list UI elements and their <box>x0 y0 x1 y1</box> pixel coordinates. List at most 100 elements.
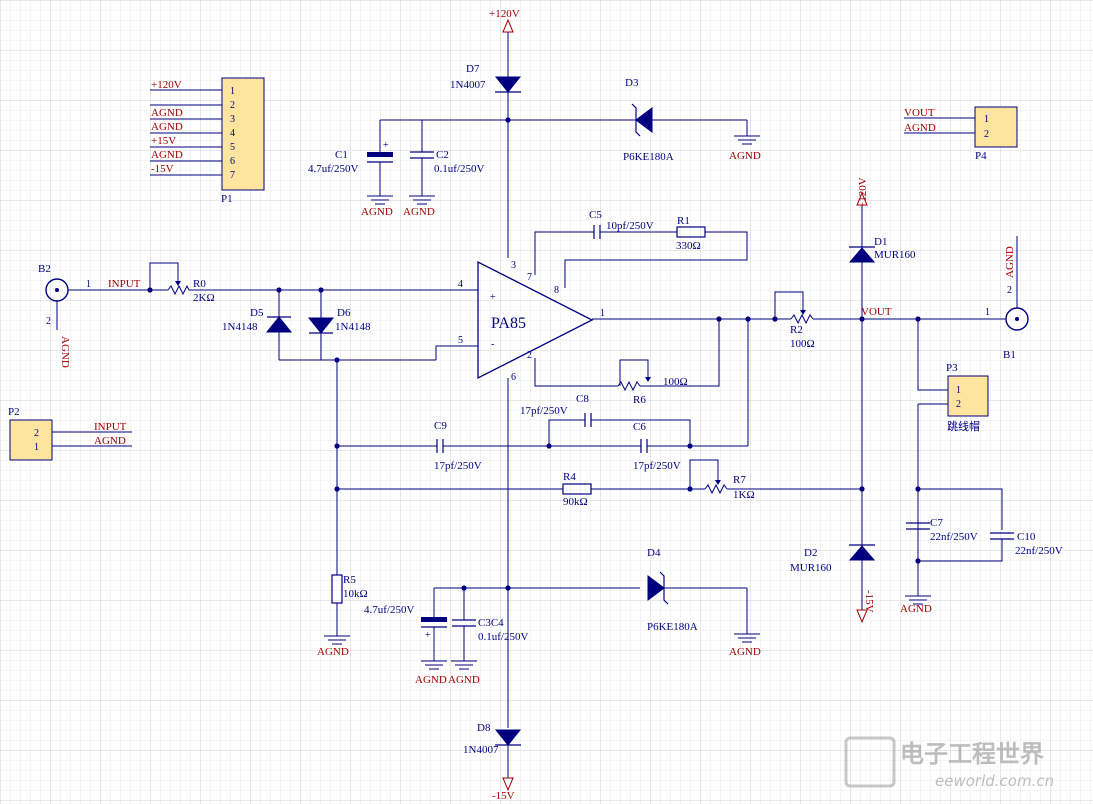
input-section: B2 1 2 AGND INPUT R0 2KΩ D5 1N4148 D6 1N… <box>38 262 478 368</box>
power-port-m15v <box>502 777 514 792</box>
b2-pin2: 2 <box>46 316 51 327</box>
c2-gnd-label: AGND <box>403 206 435 218</box>
d3-value: P6KE180A <box>623 151 674 163</box>
c1-plate-top <box>367 152 393 157</box>
connector-p2: 2 1 INPUT AGND P2 <box>8 406 132 461</box>
c9-ref: C9 <box>434 420 447 432</box>
d4-gnd-label: AGND <box>729 646 761 658</box>
c6-ref: C6 <box>633 421 646 433</box>
d2-value: MUR160 <box>790 562 832 574</box>
c6-value: 17pf/250V <box>633 460 681 472</box>
diode-d5 <box>265 316 293 333</box>
r5-gnd-label: AGND <box>317 646 349 658</box>
opamp-pin5: 5 <box>458 335 463 346</box>
opamp-pin7: 7 <box>527 272 532 283</box>
p1-net-6: -15V <box>151 163 174 175</box>
net-input: INPUT <box>108 278 141 290</box>
feedback-network: C5 10pf/250V R1 330Ω R2 100Ω 100Ω R6 C9 … <box>317 209 1006 658</box>
p4-pin2: 2 <box>984 129 989 140</box>
opamp-pin4: 4 <box>458 279 463 290</box>
power-label-m15v: -15V <box>492 790 515 802</box>
diode-d1 <box>848 246 876 263</box>
c1-value: 4.7uf/250V <box>308 163 358 175</box>
d1-value: MUR160 <box>874 249 916 261</box>
p4-net-1: VOUT <box>904 107 935 119</box>
c7-ref: C7 <box>930 517 943 529</box>
connector-p3 <box>947 375 989 417</box>
r6-zigzag <box>617 380 641 392</box>
opamp-pin6: 6 <box>511 372 516 383</box>
diode-d6 <box>307 317 335 334</box>
p1-net-4: +15V <box>151 135 176 147</box>
c3-gnd-label: AGND <box>415 674 447 686</box>
b1-gnd-label: AGND <box>1004 246 1016 278</box>
p1-net-3: AGND <box>151 121 183 133</box>
r4-value: 90kΩ <box>563 496 588 508</box>
r7-ref: R7 <box>733 474 746 486</box>
watermark-logo-icon <box>844 736 896 788</box>
d8-ref: D8 <box>477 722 491 734</box>
power-label-120v: +120V <box>489 8 520 20</box>
p1-pin2: 2 <box>230 100 235 111</box>
p2-net-a: INPUT <box>94 421 127 433</box>
diode-d2 <box>848 544 876 561</box>
supply-top: +120V D7 1N4007 + C1 4.7uf/250V AGND C2 … <box>308 8 761 258</box>
c8-value: 17pf/250V <box>520 405 568 417</box>
connector-p4: 1 2 VOUT AGND P4 <box>904 106 1018 162</box>
d2-ref: D2 <box>804 547 817 559</box>
p2-pin-a: 2 <box>34 428 39 439</box>
r6-ref: R6 <box>633 394 646 406</box>
p3-note: 跳线帽 <box>947 419 980 433</box>
p4-pin1: 1 <box>984 114 989 125</box>
b1-pin1: 1 <box>985 307 990 318</box>
c5-ref: C5 <box>589 209 602 221</box>
b2-ref: B2 <box>38 263 51 275</box>
opamp-plus: + <box>490 292 496 303</box>
c8-ref: C8 <box>576 393 589 405</box>
d1-power-label: +120V <box>857 177 869 208</box>
c1-plus: + <box>383 140 389 151</box>
d2-power-label: -15V <box>863 590 875 613</box>
d1-ref: D1 <box>874 236 887 248</box>
c3-plus: + <box>425 630 431 641</box>
d6-ref: D6 <box>337 307 351 319</box>
opamp-pin1: 1 <box>600 308 605 319</box>
d6-value: 1N4148 <box>335 321 371 333</box>
r2-value: 100Ω <box>790 338 815 350</box>
p3-ref: P3 <box>946 362 958 374</box>
d8-value: 1N4007 <box>463 744 499 756</box>
p1-pin6: 6 <box>230 156 235 167</box>
opamp-pa85: PA85 + - 4 5 1 3 7 8 2 6 <box>458 260 605 728</box>
c3-plate-top <box>421 617 447 622</box>
supply-bottom: + 4.7uf/250V C3C4 0.1uf/250V AGND AGND D… <box>364 547 761 802</box>
b2-gnd-label: AGND <box>59 336 71 368</box>
p1-net-5: AGND <box>151 149 183 161</box>
r6-value: 100Ω <box>663 376 688 388</box>
r1-value: 330Ω <box>676 240 701 252</box>
r2-zigzag <box>790 313 814 325</box>
c5-value: 10pf/250V <box>606 220 654 232</box>
opamp-pin3: 3 <box>511 260 516 271</box>
r0-ref: R0 <box>193 278 206 290</box>
r0-zigzag <box>167 284 190 296</box>
d7-ref: D7 <box>466 63 480 75</box>
p1-pin1: 1 <box>230 86 235 97</box>
r5-ref: R5 <box>343 574 356 586</box>
c9-value: 17pf/250V <box>434 460 482 472</box>
c10-ref: C10 <box>1017 531 1036 543</box>
output-section: +120V D1 MUR160 VOUT D2 MUR160 -15V C7 2… <box>790 177 1063 624</box>
c2-ref: C2 <box>436 149 449 161</box>
p1-pin7: 7 <box>230 170 235 181</box>
p1-ref: P1 <box>221 193 233 205</box>
p2-ref: P2 <box>8 406 20 418</box>
p2-net-b: AGND <box>94 435 126 447</box>
r7-zigzag <box>704 483 728 495</box>
c10-value: 22nf/250V <box>1015 545 1063 557</box>
r0-value: 2KΩ <box>193 292 215 304</box>
d4-ref: D4 <box>647 547 661 559</box>
c3c4-ref: C3C4 <box>478 617 504 629</box>
d5-value: 1N4148 <box>222 321 258 333</box>
p3-pin1: 1 <box>956 385 961 396</box>
